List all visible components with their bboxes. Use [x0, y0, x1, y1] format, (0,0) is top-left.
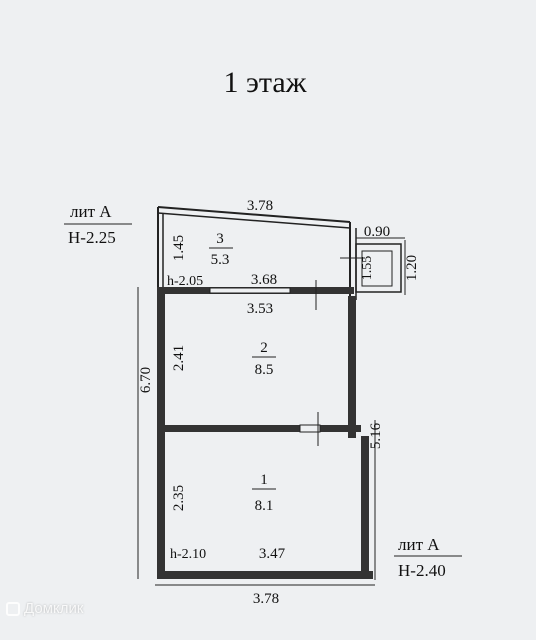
dim-room2-height: 2.41 — [171, 345, 187, 371]
dim-room3-height: 1.45 — [171, 235, 187, 261]
dim-porch-inner: 1.55 — [360, 256, 375, 281]
lit-top-height: Н-2.25 — [68, 228, 116, 247]
lit-bottom-height: Н-2.40 — [398, 561, 446, 580]
room-2-number: 2 — [260, 340, 268, 356]
dimension-lines — [137, 237, 406, 586]
domclick-logo-icon — [6, 601, 20, 616]
dim-room2-width: 3.53 — [247, 301, 273, 317]
dim-left-height: 6.70 — [138, 367, 154, 393]
dim-right-height: 5.16 — [368, 422, 384, 449]
dim-room1-height: 2.35 — [171, 485, 187, 511]
dim-bottom-width: 3.78 — [253, 591, 279, 607]
room1-ceiling: h-2.10 — [170, 547, 206, 562]
watermark: Домклик — [6, 600, 83, 617]
lit-top-name: лит А — [70, 202, 112, 221]
floor-title: 1 этаж — [224, 66, 307, 99]
room-1-number: 1 — [260, 472, 268, 488]
dim-room3-inner-width: 3.68 — [251, 272, 277, 288]
room-2-area: 8.5 — [255, 362, 274, 378]
room-3-area: 5.3 — [211, 252, 230, 268]
dim-porch-height: 1.20 — [404, 255, 420, 281]
dim-room1-width: 3.47 — [259, 546, 286, 562]
watermark-text: Домклик — [24, 600, 84, 617]
walls — [157, 206, 402, 579]
dim-porch-width: 0.90 — [364, 224, 390, 240]
room-3-number: 3 — [216, 231, 224, 247]
room-1-area: 8.1 — [255, 498, 274, 514]
lit-bottom-name: лит А — [398, 535, 440, 554]
dim-top-width: 3.78 — [247, 198, 273, 214]
room3-ceiling: h-2.05 — [167, 274, 203, 289]
